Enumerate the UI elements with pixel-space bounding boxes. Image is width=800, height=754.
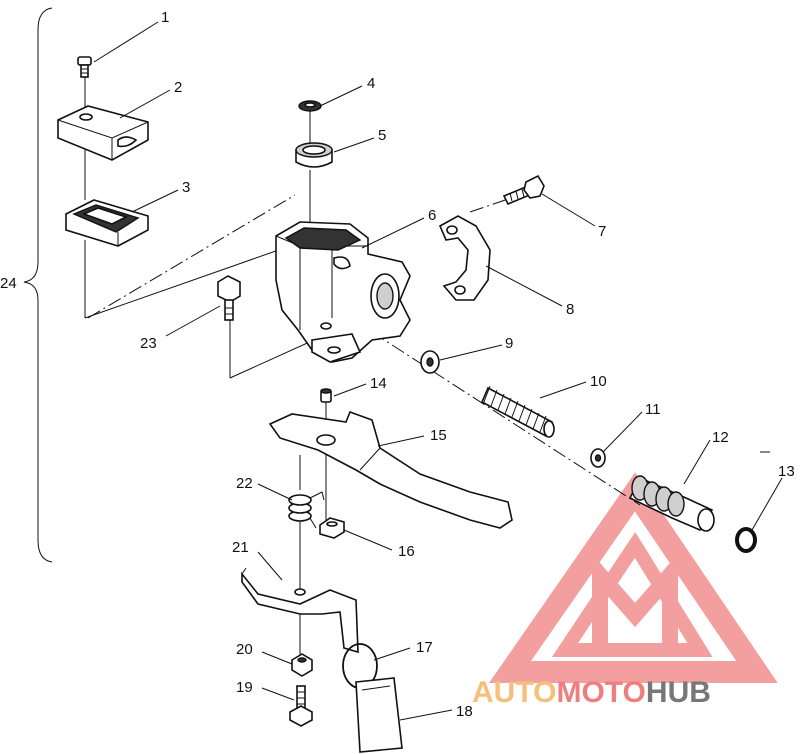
callout-6: 6 [428, 207, 436, 224]
part-23-bolt [217, 275, 241, 321]
part-14-pin [320, 388, 332, 403]
callout-8: 8 [566, 301, 574, 318]
callout-5: 5 [378, 127, 386, 144]
callout-2: 2 [174, 79, 182, 96]
part-2-reservoir-cover [57, 105, 149, 161]
leader-lines [93, 21, 783, 721]
callout-24-assembly: 24 [0, 275, 17, 292]
callout-23: 23 [140, 335, 157, 352]
part-10-spring [480, 385, 555, 438]
watermark-brand-part3: HUB [646, 676, 711, 709]
callout-20: 20 [236, 641, 253, 658]
callout-7: 7 [598, 223, 606, 240]
part-16-nut [319, 517, 345, 539]
callout-labels: 1 2 3 4 5 6 7 8 9 10 11 12 13 14 15 16 1… [0, 9, 795, 720]
part-4-washer [298, 100, 322, 112]
callout-15: 15 [430, 427, 447, 444]
part-9-washer [420, 350, 440, 374]
part-8-handlebar-clamp [438, 215, 491, 301]
watermark-logo [488, 472, 778, 683]
part-18-tag [355, 677, 403, 753]
part-15-brake-lever [268, 410, 513, 529]
callout-17: 17 [416, 639, 433, 656]
part-20-nut [291, 653, 313, 677]
assembly-bracket [23, 7, 53, 563]
watermark-brand-part1: AUTO [472, 676, 556, 709]
part-19-bolt [289, 685, 313, 727]
callout-19: 19 [236, 679, 253, 696]
callout-21: 21 [232, 539, 249, 556]
callout-9: 9 [505, 335, 513, 352]
callout-12: 12 [712, 429, 729, 446]
part-6-master-cylinder [275, 221, 411, 363]
callout-13: 13 [778, 463, 795, 480]
part-12-piston [628, 475, 715, 532]
callout-16: 16 [398, 543, 415, 560]
watermark-brand-part2: MOTO [556, 676, 645, 709]
callout-10: 10 [590, 373, 607, 390]
part-11-washer [590, 448, 606, 468]
callout-14: 14 [370, 375, 387, 392]
callout-22: 22 [236, 475, 253, 492]
callout-4: 4 [367, 75, 375, 92]
part-13-o-ring [735, 527, 757, 553]
part-3-diaphragm [65, 199, 149, 247]
callout-3: 3 [182, 179, 190, 196]
part-22-torsion-spring [288, 491, 325, 529]
part-1-screw [77, 56, 92, 78]
watermark-brand-text: AUTOMOTOHUB [472, 676, 711, 709]
part-5-bushing [295, 142, 333, 168]
part-7-clamp-bolt [502, 174, 545, 206]
callout-1: 1 [161, 9, 169, 26]
assembly-lines [84, 75, 641, 655]
callout-11: 11 [645, 401, 661, 418]
part-21-switch-bracket [241, 567, 359, 654]
callout-18: 18 [456, 703, 473, 720]
